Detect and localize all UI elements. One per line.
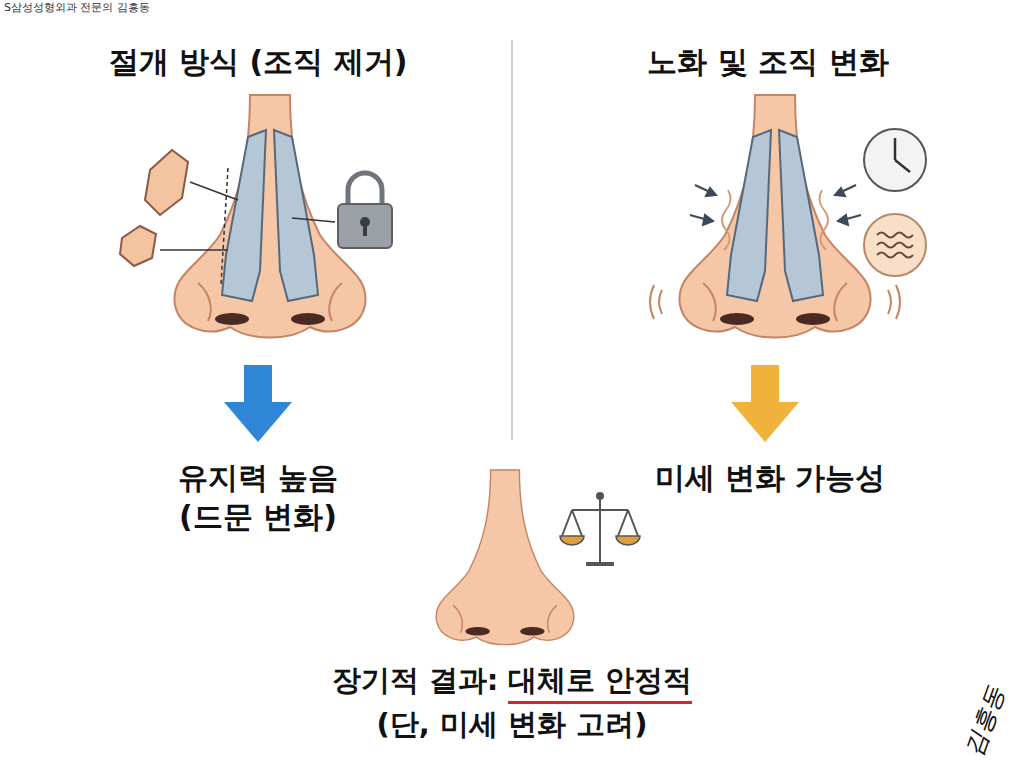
column-heading: 노화 및 조직 변화 [647,42,888,81]
result-text: 유지력 높음 (드문 변화) [148,458,368,536]
conclusion-text: 장기적 결과: [332,662,499,700]
conclusion-highlight: 대체로 안정적 [508,662,692,704]
watermark: S삼성성형외과 전문의 김흥동 [4,1,150,15]
column-heading: 절개 방식 (조직 제거) [109,42,408,81]
conclusion-note: (단, 미세 변화 고려) [377,706,648,744]
result-text: 미세 변화 가능성 [655,458,886,497]
signature: 김흥동 [958,683,1012,761]
